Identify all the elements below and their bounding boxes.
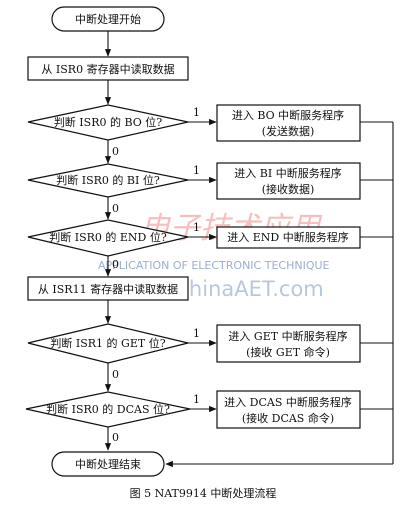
get-service-line2: (接收 GET 命令) [246,345,330,359]
label-dcas-yes: 1 [193,393,200,406]
start-terminator: 中断处理开始 [51,6,165,32]
dcas-service-line1: 进入 DCAS 中断服务程序 [224,395,352,409]
label-get-no: 0 [112,368,119,381]
label-bi-yes: 1 [193,164,200,177]
read-isr0-label: 从 ISR0 寄存器中读取数据 [41,62,174,76]
bo-service-box: 进入 BO 中断服务程序 (发送数据) [216,104,361,142]
end-service-box: 进入 END 中断服务程序 [216,226,361,249]
bi-service-line1: 进入 BI 中断服务程序 [234,166,341,180]
check-bo-decision: 判断 ISR0 的 BO 位? [27,104,189,141]
bi-service-box: 进入 BI 中断服务程序 (接收数据) [216,162,361,200]
label-dcas-no: 0 [112,431,119,444]
get-service-line1: 进入 GET 中断服务程序 [228,329,347,343]
check-bo-label: 判断 ISR0 的 BO 位? [54,115,162,129]
start-label: 中断处理开始 [75,12,141,26]
finish-label: 中断处理结束 [75,457,141,471]
check-dcas-label: 判断 ISR0 的 DCAS 位? [46,402,170,416]
check-bi-label: 判断 ISR0 的 BI 位? [56,173,160,187]
figure-caption: 图 5 NAT9914 中断处理流程 [130,486,277,500]
check-dcas-decision: 判断 ISR0 的 DCAS 位? [25,391,191,428]
check-get-label: 判断 ISR1 的 GET 位? [50,336,165,350]
edge-labels: 1 0 1 0 1 0 1 0 1 0 [112,106,200,444]
read-isr0-box: 从 ISR0 寄存器中读取数据 [27,56,189,81]
label-bo-no: 0 [112,145,119,158]
label-bi-no: 0 [112,202,119,215]
check-get-decision: 判断 ISR1 的 GET 位? [27,323,189,364]
read-isr11-label: 从 ISR11 寄存器中读取数据 [38,282,178,296]
finish-terminator: 中断处理结束 [51,451,165,477]
label-end-yes: 1 [193,221,200,234]
end-service-label: 进入 END 中断服务程序 [227,230,348,244]
dcas-service-box: 进入 DCAS 中断服务程序 (接收 DCAS 命令) [216,390,361,429]
bo-service-line1: 进入 BO 中断服务程序 [232,108,344,122]
label-bo-yes: 1 [193,106,200,119]
bo-service-line2: (发送数据) [262,124,315,138]
edges [104,31,394,468]
check-bi-decision: 判断 ISR0 的 BI 位? [27,163,189,198]
watermark-en: APPLICATION OF ELECTRONIC TECHNIQUE [98,259,330,272]
dcas-service-line2: (接收 DCAS 命令) [242,411,334,425]
label-end-no: 0 [112,258,119,271]
check-end-decision: 判断 ISR0 的 END 位? [27,219,189,257]
get-service-box: 进入 GET 中断服务程序 (接收 GET 命令) [216,324,361,363]
label-get-yes: 1 [193,327,200,340]
read-isr11-box: 从 ISR11 寄存器中读取数据 [27,276,189,301]
check-end-label: 判断 ISR0 的 END 位? [49,230,167,244]
bi-service-line2: (接收数据) [262,182,315,196]
